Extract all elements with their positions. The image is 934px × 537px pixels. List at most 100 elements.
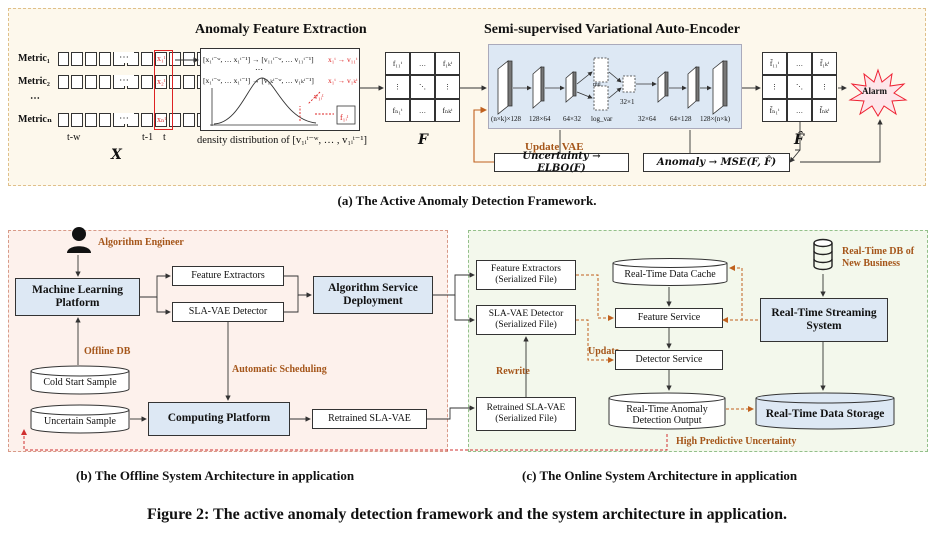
retrained-box: Retrained SLA-VAE [312,409,427,429]
fhat-cell: … [787,99,812,122]
figure-caption: Figure 2: The active anomaly detection f… [146,506,788,523]
axis-t1: t-1 [142,132,154,143]
metric-dots: ⋯ [30,93,40,104]
data-storage-cylinder: Real-Time Data Storage [755,392,895,430]
alarm-label: Alarm [862,86,887,96]
fhat-cell: f̂₁₁ᵗ [762,52,787,75]
current-time-highlight [154,50,173,130]
database-icon [813,238,833,271]
row2-dots: ⋯ [114,75,134,86]
metric-1-label: Metric₁ [18,53,50,64]
retrained-file-box: Retrained SLA-VAE (Serialized File) [476,397,576,431]
layer-label: 128×64 [529,115,551,123]
feature-extraction-title: Anomaly Feature Extraction [195,22,367,37]
feature-extractors-file-box: Feature Extractors (Serialized File) [476,260,576,290]
uncertain-sample-label: Uncertain Sample [44,416,116,428]
f-cell: ⋮ [385,75,410,99]
ml-platform-box: Machine Learning Platform [15,278,140,316]
detector-service-box: Detector Service [615,350,723,370]
alarm-burst-icon [848,68,908,117]
f-cell: f₁ₖᵗ [435,52,460,75]
high-uncertainty-label: High Predictive Uncertainty [676,436,797,447]
caption-c: (c) The Online System Architecture in ap… [522,468,798,483]
algo-service-box: Algorithm Service Deployment [313,276,433,314]
f-label: f₁ᵢᵗ [340,113,349,122]
density-curve [210,77,356,126]
algorithm-engineer-label: Algorithm Engineer [98,237,184,248]
metric-2-label: Metric₂ [18,76,50,87]
fhat-cell: ⋮ [762,75,787,99]
axis-tw: t-w [67,132,81,143]
f-cell: fₙₖᵗ [435,99,460,122]
cold-start-cylinder: Cold Start Sample [30,365,130,395]
axis-t: t [163,132,166,143]
data-cache-cylinder: Real-Time Data Cache [612,258,728,286]
update-vae-label: Update VAE [525,141,584,153]
f-cell: f₁₁ᵗ [385,52,410,75]
system-arrows [21,255,826,451]
x2t-cell: x₂ᵗ [157,77,166,86]
fhat-matrix: f̂₁₁ᵗ … f̂₁ₖᵗ ⋮ ⋱ ⋮ f̂ₙ₁ᵗ … f̂ₙₖᵗ [762,52,837,122]
fe-row2-red: x₁ᵗ → v₁ₖᵗ [328,76,358,85]
layer-label: (n×k)×128 [491,115,522,123]
fe-row1-red: x₁ᵗ → v₁₁ᵗ [328,55,358,64]
fhat-cell: ⋮ [812,75,837,99]
x1t-cell: x₁ᵗ [157,54,166,63]
uncertain-sample-cylinder: Uncertain Sample [30,404,130,434]
v-label: v₁ᵢᵗ [314,92,324,101]
feature-extraction-box [200,48,360,131]
panel-a-arrows [175,57,883,163]
data-cache-label: Real-Time Data Cache [624,269,716,281]
feature-extractors-box: Feature Extractors [172,266,284,286]
xnt-cell: xₙᵗ [157,115,166,124]
automatic-scheduling-label: Automatic Scheduling [232,364,327,375]
person-icon [67,227,91,253]
fhat-cell: f̂₁ₖᵗ [812,52,837,75]
update-label: Update [588,346,620,357]
layer-label: 32×64 [638,115,656,123]
layer-label: 64×32 [563,115,581,123]
fe-row-dots: ⋯ [255,65,263,74]
f-matrix-label: F [418,132,428,148]
fhat-matrix-label: F̂ [794,132,804,148]
mu-label: mu [593,82,601,88]
fhat-cell: f̂ₙ₁ᵗ [762,99,787,122]
layer-label: 64×128 [670,115,692,123]
uncertainty-box: Uncertainty → ELBO(F) [494,151,629,174]
computing-platform-box: Computing Platform [148,402,290,436]
row1-dots: ⋯ [114,52,134,63]
caption-a: (a) The Active Anomaly Detection Framewo… [337,193,597,208]
sla-vae-detector-box: SLA-VAE Detector [172,302,284,322]
offline-db-label: Offline DB [84,346,131,357]
f-matrix: f₁₁ᵗ … f₁ₖᵗ ⋮ ⋱ ⋮ fₙ₁ᵗ … fₙₖᵗ [385,52,460,122]
vae-title: Semi-supervised Variational Auto-Encoder [484,22,740,37]
streaming-system-box: Real-Time Streaming System [760,298,888,342]
rewrite-label: Rewrite [496,366,530,377]
density-caption: density distribution of [v₁ᵢᵗ⁻ʷ, … , v₁ᵢ… [197,135,367,146]
caption-b: (b) The Offline System Architecture in a… [76,468,355,483]
fhat-cell: f̂ₙₖᵗ [812,99,837,122]
layer-label: log_var [591,115,613,123]
layer-label: 128×(n×k) [700,115,731,123]
vae-layers [497,57,728,115]
f-cell: ⋮ [435,75,460,99]
detection-output-cylinder: Real-Time Anomaly Detection Output [608,392,726,430]
f-cell: ⋱ [410,75,435,99]
x-matrix-label: X [111,147,122,163]
realtime-db-label: Real-Time DB of New Business [842,246,915,269]
fe-row1: [x₁ᵗ⁻ʷ, … x₁ᵗ⁻¹] → [v₁₁ᵗ⁻ʷ, … v₁₁ᵗ⁻¹] [203,55,314,64]
rown-dots: ⋯ [114,113,134,124]
f-cell: … [410,52,435,75]
f-cell: … [410,99,435,122]
fhat-cell: … [787,52,812,75]
fe-row2: [x₁ᵗ⁻ʷ, … x₁ᵗ⁻¹] → [v₁ₖᵗ⁻ʷ, … v₁ₖᵗ⁻¹] [203,76,314,85]
detection-output-label: Real-Time Anomaly Detection Output [626,403,708,427]
cold-start-label: Cold Start Sample [43,377,117,389]
layer-label: 32×1 [620,98,635,106]
data-storage-label: Real-Time Data Storage [765,408,885,421]
fhat-cell: ⋱ [787,75,812,99]
metric-n-label: Metricₙ [18,114,53,125]
f-cell: fₙ₁ᵗ [385,99,410,122]
sla-vae-detector-file-box: SLA-VAE Detector (Serialized File) [476,305,576,335]
anomaly-box: Anomaly → MSE(F, F̂) [643,153,790,172]
